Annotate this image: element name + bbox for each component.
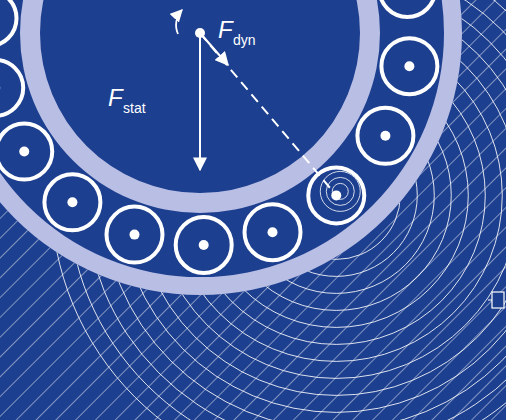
ball	[106, 207, 162, 263]
ball-center	[380, 131, 390, 141]
shaft-center	[195, 28, 205, 38]
ball-center	[0, 83, 1, 93]
sensor	[492, 292, 504, 308]
ball	[381, 38, 437, 94]
force-subscript: stat	[123, 101, 146, 115]
load-line	[200, 33, 336, 195]
ball-wave	[332, 183, 348, 199]
ball	[0, 60, 23, 116]
ball	[357, 108, 413, 164]
ball	[0, 0, 17, 46]
ball-wave	[320, 171, 360, 211]
force-subscript: dyn	[233, 33, 256, 47]
static-force-arrow	[199, 33, 201, 170]
vibration-waves	[51, 0, 506, 420]
ball-center	[404, 61, 414, 71]
rotation-arrow	[176, 10, 182, 34]
ball-center	[129, 230, 139, 240]
bearing-rings	[0, 0, 462, 295]
ball-center	[67, 197, 77, 207]
ball	[379, 0, 435, 17]
force-symbol: F	[218, 18, 233, 42]
ball	[245, 204, 301, 260]
ball-center	[199, 240, 209, 250]
wave-arc	[51, 0, 506, 420]
force-symbol: F	[108, 86, 123, 110]
sensor-tip	[488, 299, 492, 300]
wave-arc	[68, 0, 506, 420]
ball	[44, 174, 100, 230]
ball-center	[19, 147, 29, 157]
ball-center	[268, 227, 278, 237]
ball-wave	[326, 177, 354, 205]
ball	[176, 217, 232, 273]
force-arrows	[176, 10, 336, 195]
ball	[0, 124, 52, 180]
outer-ring	[0, 0, 462, 295]
rolling-elements	[0, 0, 437, 273]
